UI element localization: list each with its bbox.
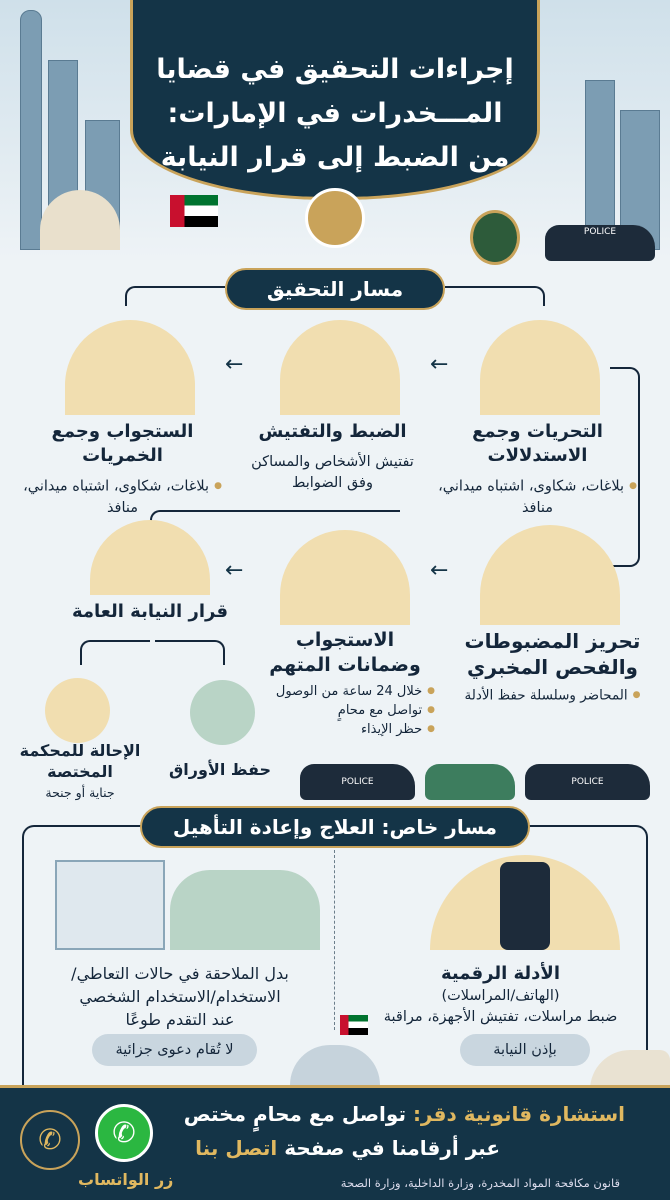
step-text: تفتيش الأشخاص والمساكن وفق الضوابط [251,454,414,491]
step-title: قرار النيابة العامة [71,601,228,622]
uae-flag-left [170,195,218,227]
arrow-left-2: ← [225,352,244,377]
treatment-line: عند التقدم طوعًا [125,1010,235,1029]
treatment-info: بدل الملاحقة في حالات التعاطي/ الاستخدام… [40,962,320,1031]
police-car-top: POLICE [545,225,655,261]
police-emblem [470,210,520,265]
police-car: POLICE [300,764,415,800]
contact-us-link[interactable]: اتصل بنا [195,1136,278,1160]
flow-line-right [610,367,640,567]
arrow-left-1: ← [430,352,449,377]
step-bullet: المحاضر وسلسلة حفظ الأدلة [445,686,660,706]
arrow-left-4: ← [225,558,244,583]
branch-line-left [80,640,150,665]
step-title: تحريز المضبوطات والفحص المخبري [464,629,641,679]
step-evidence: تحريز المضبوطات والفحص المخبري المحاضر و… [445,628,660,706]
digital-evidence: الأدلة الرقمية (الهاتف/المراسلات) ضبط مر… [348,962,653,1028]
step-title: الاستجواب وضمانات المتهم [269,629,421,676]
medical-staff-illustration [170,870,320,950]
flow-line-row2 [150,510,400,530]
accused-rights-illustration [280,530,410,625]
digital-title: الأدلة الرقمية [441,963,560,984]
tower-left [20,10,42,250]
whatsapp-button[interactable]: ✆ [95,1104,153,1162]
section-title-treatment: مسار خاص: العلاج وإعادة التأهيل [140,806,530,848]
treatment-tag: لا تُقام دعوى جزائية [92,1034,257,1066]
title-banner: إجراءات التحقيق في قضايا المـــخدرات في … [130,0,540,200]
title-line-3: من الضبط إلى قرار النيابة [160,142,510,173]
footer-banner: استشارة قانونية دقر: تواصل مع محامٍ مختص… [0,1085,670,1200]
outcome-court-referral: الإحالة للمحكمة المختصة جناية أو جنحة [10,740,150,803]
step-bullet: بلاغات، شكاوى، اشتباه ميداني، منافذ [15,476,230,519]
title-line-2: المـــخدرات في الإمارات: [167,98,503,129]
archive-folder-icon [190,680,255,745]
outcome-case-closure: حفظ الأوراق [160,758,280,782]
search-illustration [280,320,400,415]
branch-line-right [155,640,225,665]
police-car: POLICE [525,764,650,800]
whatsapp-label[interactable]: زر الواتساب [78,1170,174,1189]
tower-right [585,80,615,250]
consultation-line-2: عبر أرقامنا في صفحة اتصل بنا [195,1136,500,1160]
step-seizure-search: الضبط والتفتيش تفتيش الأشخاص والمساكن وف… [240,420,425,494]
section-title-investigation: مسار التحقيق [225,268,445,310]
step-bullet: حظر الإيذاء [255,720,435,739]
mosque-dome [40,190,120,250]
title-line-1: إجراءات التحقيق في قضايا [156,54,514,85]
sources-text: قانون مكافحة المواد المخدرة، وزارة الداخ… [340,1176,620,1190]
police-car [425,764,515,800]
step-inquiries: التحريات وجمع الاستدلالات بلاغات، شكاوى،… [430,420,645,519]
treatment-line: بدل الملاحقة في حالات التعاطي/ [71,964,289,983]
interrogation-illustration [65,320,195,415]
court-building-icon [45,678,110,743]
flow-line-top [125,286,225,306]
outcome-text: جناية أو جنحة [45,785,115,800]
uae-flag-bottom [340,1015,368,1035]
arrow-left-3: ← [430,558,449,583]
treatment-line: الاستخدام/الاستخدام الشخصي [79,987,281,1006]
step-prosecution-decision: قرار النيابة العامة [55,600,245,624]
digital-text: ضبط مراسلات، تفتيش الأجهزة، مراقبة [383,1009,618,1025]
investigation-illustration [480,320,600,415]
step-title: الستجواب وجمع الخمريات [51,421,194,466]
flow-line-top-right [445,286,545,306]
consultation-highlight: استشارة قانونية دقر: [412,1102,625,1126]
step-bullet: خلال 24 ساعة من الوصول [255,682,435,701]
uae-emblem [305,188,365,248]
whatsapp-icon: ✆ [112,1116,136,1149]
consultation-text: تواصل مع محامٍ مختص [183,1102,406,1126]
outcome-title: الإحالة للمحكمة المختصة [19,741,141,781]
phone-icon [500,862,550,950]
consultation-text-2: عبر أرقامنا في صفحة [284,1136,500,1160]
step-title: الضبط والتفتيش [258,421,407,442]
digital-subtitle: (الهاتف/المراسلات) [441,988,560,1004]
consultation-line-1: استشارة قانونية دقر: تواصل مع محامٍ مختص [184,1102,625,1126]
call-button[interactable]: ✆ [20,1110,80,1170]
step-title: التحريات وجمع الاستدلالات [472,421,603,466]
hospital-illustration [55,860,165,950]
phone-call-icon: ✆ [38,1123,62,1156]
outcome-title: حفظ الأوراق [168,760,272,779]
digital-tag: بإذن النيابة [460,1034,590,1066]
step-accused-rights: الاستجواب وضمانات المتهم خلال 24 ساعة من… [255,628,435,739]
evidence-lab-illustration [480,525,620,625]
divider-dashed [334,850,335,1030]
step-questioning: الستجواب وجمع الخمريات بلاغات، شكاوى، اش… [15,420,230,519]
gavel-illustration [90,520,210,595]
step-bullet: تواصل مع محامٍ [255,701,435,720]
step-bullet: بلاغات، شكاوى، اشتباه ميداني، منافذ [430,476,645,519]
